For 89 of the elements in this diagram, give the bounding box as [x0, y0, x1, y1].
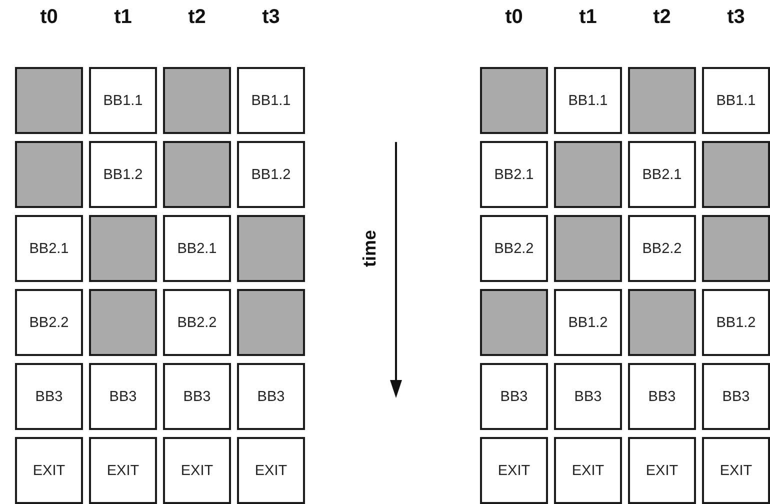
block-label: EXIT	[720, 462, 752, 478]
empty-cell	[628, 67, 696, 134]
empty-cell	[480, 67, 548, 134]
empty-cell	[480, 289, 548, 356]
block-cell	[15, 363, 83, 430]
block-cell	[702, 363, 770, 430]
column-header: t1	[578, 6, 598, 29]
block-cell	[89, 363, 157, 430]
block-label: BB1.2	[568, 314, 608, 330]
empty-cell	[554, 141, 622, 208]
empty-cell	[15, 141, 83, 208]
block-label: EXIT	[180, 462, 214, 478]
empty-cell	[163, 67, 231, 134]
empty-cell	[628, 289, 696, 356]
block-label: EXIT	[32, 462, 66, 478]
empty-cell	[554, 215, 622, 282]
block-cell	[480, 363, 548, 430]
block-label: EXIT	[498, 462, 530, 478]
axis-label: time	[360, 229, 380, 270]
block-cell	[163, 289, 231, 356]
block-label: BB1.2	[103, 166, 143, 182]
block-label: BB3	[257, 388, 285, 404]
block-label: BB2.2	[177, 314, 217, 330]
block-cell	[554, 437, 622, 504]
empty-cell	[89, 289, 157, 356]
block-label: BB1.2	[251, 166, 291, 182]
block-cell	[15, 215, 83, 282]
block-label: BB3	[183, 388, 211, 404]
block-cell	[702, 289, 770, 356]
block-cell	[480, 215, 548, 282]
block-label: BB3	[648, 388, 676, 404]
empty-cell	[237, 215, 305, 282]
block-label: BB3	[500, 388, 528, 404]
block-cell	[480, 437, 548, 504]
block-label: EXIT	[254, 462, 288, 478]
block-label: EXIT	[106, 462, 140, 478]
block-label: BB3	[722, 388, 750, 404]
block-label: EXIT	[572, 462, 604, 478]
column-header: t0	[504, 6, 524, 29]
column-header: t3	[261, 6, 281, 29]
block-cell	[89, 141, 157, 208]
block-label: BB2.2	[494, 240, 534, 256]
block-cell	[237, 363, 305, 430]
block-cell	[554, 67, 622, 134]
block-cell	[163, 215, 231, 282]
empty-cell	[237, 289, 305, 356]
block-cell	[628, 141, 696, 208]
block-cell	[554, 289, 622, 356]
block-cell	[237, 141, 305, 208]
block-label: BB2.1	[177, 240, 217, 256]
block-cell	[89, 67, 157, 134]
block-cell	[702, 437, 770, 504]
empty-cell	[702, 215, 770, 282]
block-cell	[15, 289, 83, 356]
column-header: t1	[113, 6, 133, 29]
block-cell	[89, 437, 157, 504]
empty-cell	[89, 215, 157, 282]
block-label: BB1.1	[251, 92, 291, 108]
block-cell	[237, 67, 305, 134]
block-cell	[163, 363, 231, 430]
block-label: BB2.2	[642, 240, 682, 256]
block-cell	[237, 437, 305, 504]
block-label: BB3	[35, 388, 63, 404]
block-cell	[702, 67, 770, 134]
block-cell	[163, 437, 231, 504]
column-header: t2	[187, 6, 207, 29]
block-label: BB1.1	[568, 92, 608, 108]
block-cell	[480, 141, 548, 208]
block-label: BB2.1	[29, 240, 69, 256]
block-label: BB2.2	[29, 314, 69, 330]
block-cell	[15, 437, 83, 504]
block-label: BB1.2	[716, 314, 756, 330]
block-cell	[628, 437, 696, 504]
block-label: BB2.1	[494, 166, 534, 182]
empty-cell	[15, 67, 83, 134]
block-label: EXIT	[646, 462, 678, 478]
empty-cell	[163, 141, 231, 208]
block-label: BB2.1	[642, 166, 682, 182]
column-header: t0	[39, 6, 59, 29]
block-label: BB1.1	[716, 92, 756, 108]
block-cell	[628, 363, 696, 430]
block-label: BB3	[109, 388, 137, 404]
block-cell	[554, 363, 622, 430]
column-header: t3	[726, 6, 746, 29]
block-cell	[628, 215, 696, 282]
column-header: t2	[652, 6, 672, 29]
empty-cell	[702, 141, 770, 208]
block-label: BB1.1	[103, 92, 143, 108]
block-label: BB3	[574, 388, 602, 404]
